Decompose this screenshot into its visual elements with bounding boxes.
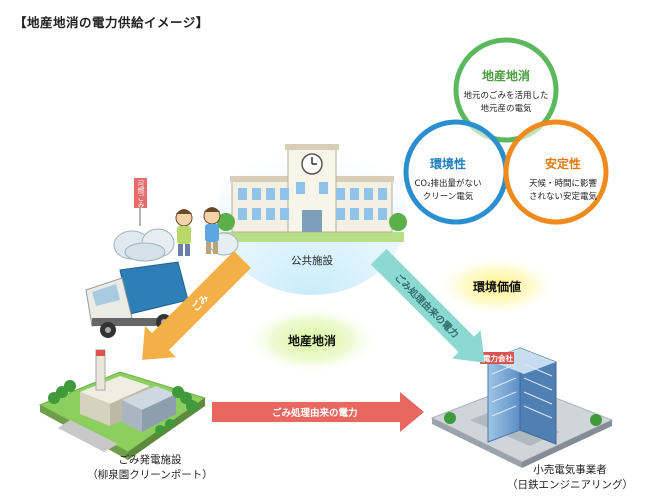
bottom-arrow-label: ごみ処理由来の電力: [272, 407, 358, 419]
venn-circle-environment: [403, 119, 509, 225]
retailer-name: 小売電気事業者: [533, 464, 607, 476]
venn-local-line2: 地元産の電気: [480, 103, 532, 114]
local-production-glow: [246, 306, 378, 374]
venn-circle-stability: [503, 119, 609, 225]
public-facility-illustration: [217, 135, 407, 295]
bottom-power-arrow: ごみ処理由来の電力: [212, 392, 424, 432]
garbage-tag-sign: [134, 178, 147, 208]
venn-environment-line1: CO₂排出量がない: [414, 178, 481, 189]
garbage-arrow: ごみ: [142, 251, 251, 360]
retailer-label: 小売電気事業者 （日鉄エンジニアリング）: [490, 462, 650, 492]
venn-stability-line1: 天候・時間に影響: [529, 178, 598, 189]
page-title: 【地産地消の電力供給イメージ】: [14, 15, 209, 30]
environmental-value-label: 環境価値: [473, 279, 521, 294]
power-plant-label: ごみ発電施設 （柳泉園クリーンポート）: [80, 452, 220, 482]
garbage-truck-illustration: [85, 261, 189, 338]
venn-environment-title: 環境性: [430, 156, 466, 171]
garbage-tag-text: 可燃ごみ: [137, 180, 145, 208]
public-facility-label: 公共施設: [291, 255, 333, 267]
power-plant-subname: （柳泉園クリーンポート）: [87, 469, 213, 481]
venn-stability-title: 安定性: [545, 156, 581, 171]
venn-local-line1: 地元のごみを活用した: [463, 90, 548, 101]
venn-circle-local: [453, 37, 559, 143]
venn-environment-line2: クリーン電気: [423, 191, 474, 202]
garbage-collection-illustration: [113, 178, 239, 262]
company-sign: [480, 352, 514, 364]
power-plant-name: ごみ発電施設: [118, 454, 182, 466]
venn-diagram: 地産地消 地元のごみを活用した 地元産の電気 環境性 CO₂排出量がない クリー…: [403, 37, 609, 225]
waste-power-plant-illustration: [38, 349, 207, 460]
electricity-retailer-illustration: [430, 347, 614, 468]
retailer-subname: （日鉄エンジニアリング）: [507, 479, 633, 491]
center-label: 地産地消: [288, 333, 336, 348]
venn-stability-line2: されない安定電気: [529, 191, 598, 202]
environmental-value-glow: [437, 256, 557, 316]
venn-local-title: 地産地消: [482, 68, 530, 83]
retailer-sign-text: 電力会社: [483, 353, 513, 363]
